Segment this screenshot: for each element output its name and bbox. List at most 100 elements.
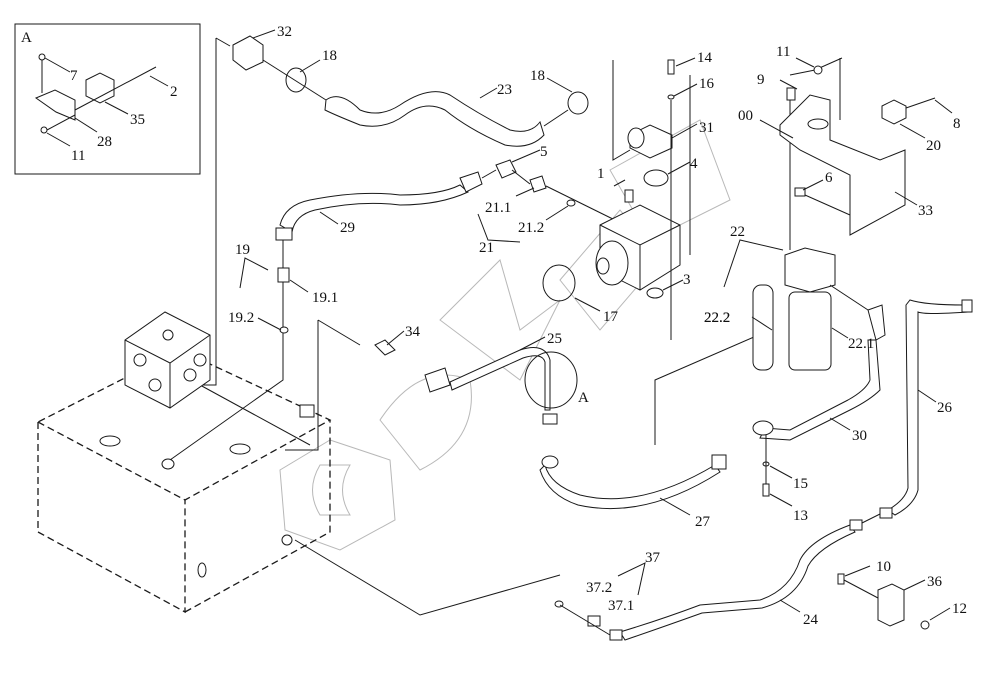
callout-36-final: 36 [927,574,943,590]
detail-circle-a [524,351,578,409]
washer-16 [667,94,675,100]
nut-11 [813,65,823,75]
callout-37-2: 37.2 [586,580,612,596]
callout-13-final: 13 [793,508,808,524]
filter-housing-22-1 [788,291,832,371]
callout-23: 23 [497,82,512,98]
clamp-35 [85,72,115,104]
callout-2: 2 [170,84,178,100]
callout-21: 21 [479,240,494,256]
fitting-32 [232,35,264,71]
callout-30: 30 [852,428,867,444]
callout-00: 00 [738,108,753,124]
seal-19-2 [279,326,289,334]
fitting-21-1 [529,175,547,193]
callout-25: 25 [547,331,562,347]
clamp-18-right [567,91,589,115]
valve-block [124,311,211,409]
nut-11 [40,126,48,134]
elbow-5 [495,159,517,179]
callout-22-2-final: 22.2 [704,310,730,326]
pipe-26 [879,299,973,519]
callout-5: 5 [540,144,548,160]
pipe-30 [752,339,881,497]
callout-33: 33 [918,203,933,219]
hose-23 [232,35,589,147]
bolt-10 [837,573,845,585]
hose-27 [539,454,727,510]
fitting-37-1 [587,615,601,627]
callout-20: 20 [926,138,941,154]
inset-detail-a: A 7 2 35 28 11 [14,23,201,175]
callout-1: 1 [597,166,605,182]
callout-4: 4 [690,156,698,172]
pipe-24 [554,513,881,641]
callout-10: 10 [876,559,891,575]
bolt-9 [786,87,796,101]
callout-22-1-final: 22.1 [848,336,874,352]
callout-6: 6 [825,170,833,186]
o-ring-3 [646,287,664,299]
callout-17: 17 [603,309,619,325]
callout-18-left: 18 [322,48,337,64]
hydraulic-pump [542,59,681,340]
bracket-33 [779,65,936,236]
callout-16: 16 [699,76,715,92]
callout-15-final: 15 [793,476,808,492]
detail-marker-a: A [578,390,589,406]
bolt-1 [624,189,634,203]
callout-14: 14 [697,50,713,66]
callout-24: 24 [803,612,819,628]
bracket-28 [34,89,76,121]
filter-head [784,247,836,293]
callout-27: 27 [695,514,711,530]
callout-12: 12 [952,601,967,617]
callout-11-inset: 11 [71,148,85,164]
elbow-fitting [867,304,886,341]
bolt-13 [762,483,770,497]
callout-31: 31 [699,120,714,136]
clamp-20 [881,99,907,125]
callout-28: 28 [97,134,112,150]
o-ring-17 [542,264,576,302]
callout-11: 11 [776,44,790,60]
callouts-extra: 22.1 15 13 37 37.2 37.1 36 22.2 [586,310,943,614]
nut-12 [920,620,930,630]
callout-18-right: 18 [530,68,545,84]
fitting-19-1 [277,267,290,283]
filter-22 [752,247,886,371]
callout-22: 22 [730,224,745,240]
callout-22-2-text: 22.2 [704,310,730,326]
callout-34: 34 [405,324,421,340]
callout-19-1: 19.1 [312,290,338,306]
callout-35: 35 [130,112,145,128]
callout-7: 7 [70,68,78,84]
clamp-18-left [285,67,307,93]
callout-9: 9 [757,72,765,88]
callout-26: 26 [937,400,953,416]
inset-title: A [21,30,32,46]
assembly-guide-lines [169,37,843,616]
bolt-7 [38,53,46,61]
bolt-6 [794,187,806,197]
clamp-36 [837,573,930,630]
callout-21-2: 21.2 [518,220,544,236]
callout-19-2: 19.2 [228,310,254,326]
callouts: 32 18 23 18 5 1 21.1 21.2 21 29 19 19.1 … [228,24,967,628]
hose-25: A [374,339,589,425]
bolt-14 [667,59,675,75]
callout-37-1: 37.1 [608,598,634,614]
callout-37-final: 37 [645,550,661,566]
callout-29: 29 [340,220,355,236]
elbow-25 [424,367,451,393]
hose-29 [275,159,626,334]
callout-19: 19 [235,242,250,258]
o-ring-4 [643,169,669,187]
callout-3: 3 [683,272,691,288]
fitting-34 [374,339,396,356]
callout-8: 8 [953,116,961,132]
callout-32: 32 [277,24,292,40]
seal-21-2 [566,199,576,207]
